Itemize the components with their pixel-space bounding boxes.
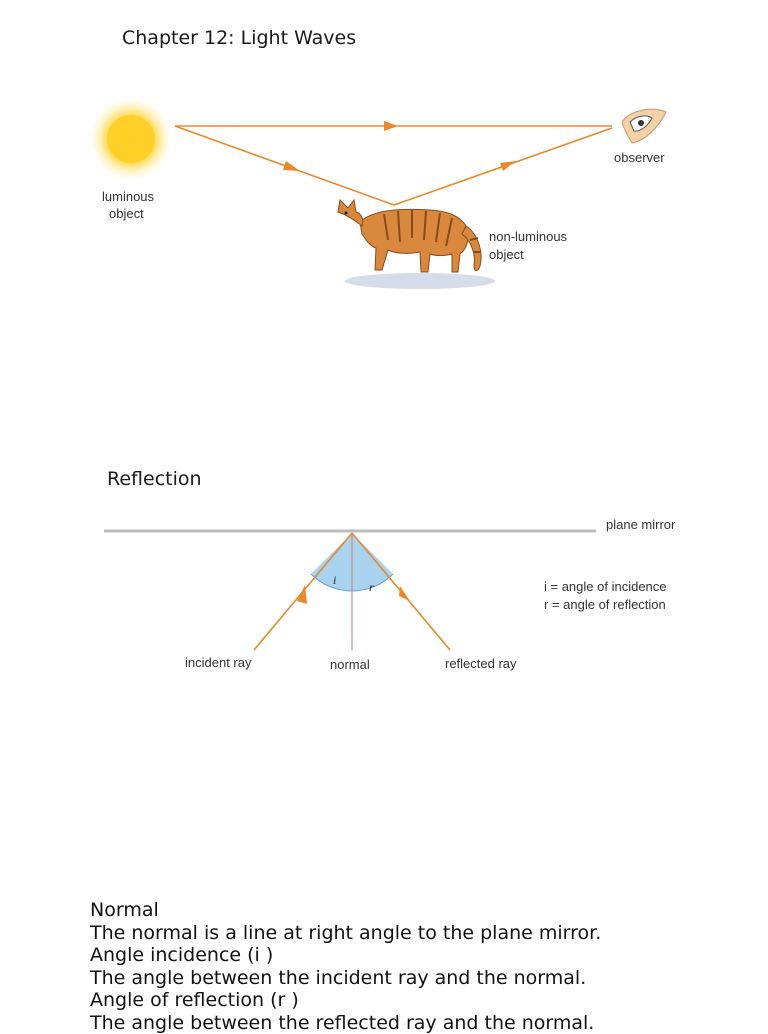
incident-ray-label: incident ray (185, 655, 252, 670)
luminous-label-line2: object (109, 206, 144, 221)
cat-icon (338, 200, 495, 289)
definition-reflection-text: The angle between the reflected ray and … (90, 1012, 594, 1034)
direct-ray-arrow (384, 121, 398, 131)
eye-icon (622, 109, 666, 143)
outgoing-ray-arrow (500, 161, 516, 171)
legend-i: i = angle of incidence (544, 579, 667, 594)
definition-normal-text: The normal is a line at right angle to t… (90, 922, 601, 945)
definition-reflection-heading: Angle of reflection (r ) (90, 989, 299, 1012)
incoming-ray-arrow (283, 161, 300, 171)
nonluminous-label-line1: non-luminous (489, 229, 568, 244)
definition-incidence-text: The angle between the incident ray and t… (90, 967, 586, 990)
observer-label: observer (614, 150, 665, 165)
legend-r: r = angle of reflection (544, 597, 666, 612)
reflected-ray-arrow (399, 586, 410, 601)
definition-normal-heading: Normal (90, 899, 159, 922)
plane-mirror-label: plane mirror (606, 517, 676, 532)
normal-label: normal (330, 657, 370, 672)
angle-i-symbol: i (333, 573, 336, 587)
reflected-ray-label: reflected ray (445, 656, 517, 671)
angle-i-wedge (311, 533, 352, 591)
reflected-path-ray (175, 126, 612, 205)
nonluminous-label-line2: object (489, 247, 524, 262)
definition-incidence-heading: Angle incidence (i ) (90, 944, 273, 967)
angle-r-symbol: r (369, 580, 374, 594)
luminous-label-line1: luminous (102, 189, 155, 204)
reflection-heading: Reflection (107, 468, 202, 490)
